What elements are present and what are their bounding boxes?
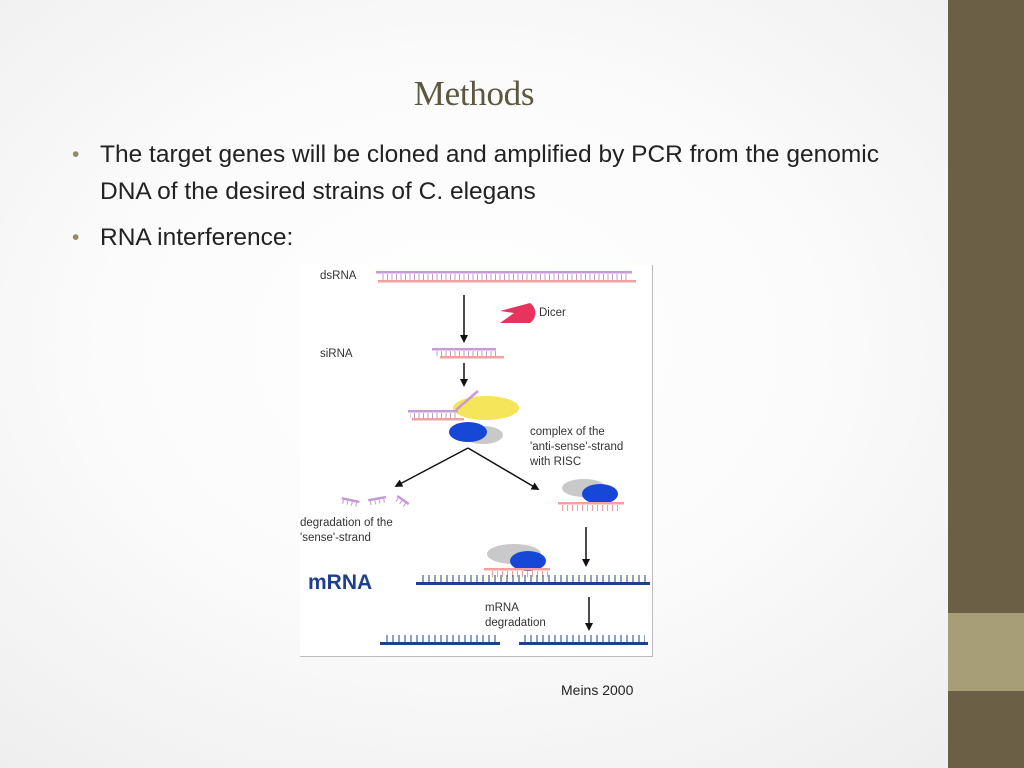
label-degradation-line2: 'sense'-strand (300, 532, 371, 544)
label-mrna: mRNA (308, 571, 372, 594)
citation: Meins 2000 (561, 682, 634, 698)
bullet-item: • RNA interference: (70, 219, 920, 256)
label-sirna: siRNA (320, 348, 353, 360)
arrow-to-antisense-complex (467, 447, 540, 491)
bullet-text: RNA interference: (100, 224, 294, 251)
label-complex-line1: complex of the (530, 426, 605, 438)
bullet-dot-icon: • (72, 143, 80, 166)
label-mrna-degradation-line2: degradation (485, 617, 546, 629)
bullet-dot-icon: • (72, 226, 80, 249)
risc-antisense-icon (558, 479, 624, 511)
label-degradation-line1: degradation of the (300, 517, 393, 529)
dicer-icon (500, 303, 536, 323)
side-band-bottom (948, 691, 1024, 768)
label-mrna-degradation-line1: mRNA (485, 602, 519, 614)
label-dicer: Dicer (539, 307, 566, 319)
label-dsrna: dsRNA (320, 270, 357, 282)
risc-complex-icon (408, 390, 519, 444)
rnai-diagram: dsRNA Dicer siRNA comp (300, 265, 653, 657)
label-complex-line2: 'anti-sense'-strand (530, 441, 623, 453)
label-complex-line3: with RISC (529, 456, 581, 468)
slide-title: Methods (413, 74, 535, 113)
bullet-list: • The target genes will be cloned and am… (70, 136, 920, 265)
sirna-duplex (432, 348, 504, 359)
bullet-text: The target genes will be cloned and ampl… (100, 141, 879, 205)
mrna-fragment-left (380, 635, 500, 645)
mrna-strand (416, 575, 650, 585)
side-band-accent (948, 613, 1024, 691)
side-band-top (948, 0, 1024, 613)
rnai-diagram-svg: dsRNA Dicer siRNA comp (300, 270, 650, 645)
mrna-fragment-right (519, 635, 648, 645)
bullet-item: • The target genes will be cloned and am… (70, 136, 920, 210)
sense-strand-fragments (341, 495, 410, 508)
arrow-to-sense-degradation (394, 447, 469, 487)
risc-mrna-binding-icon (484, 544, 550, 577)
dsrna-duplex (376, 271, 636, 283)
